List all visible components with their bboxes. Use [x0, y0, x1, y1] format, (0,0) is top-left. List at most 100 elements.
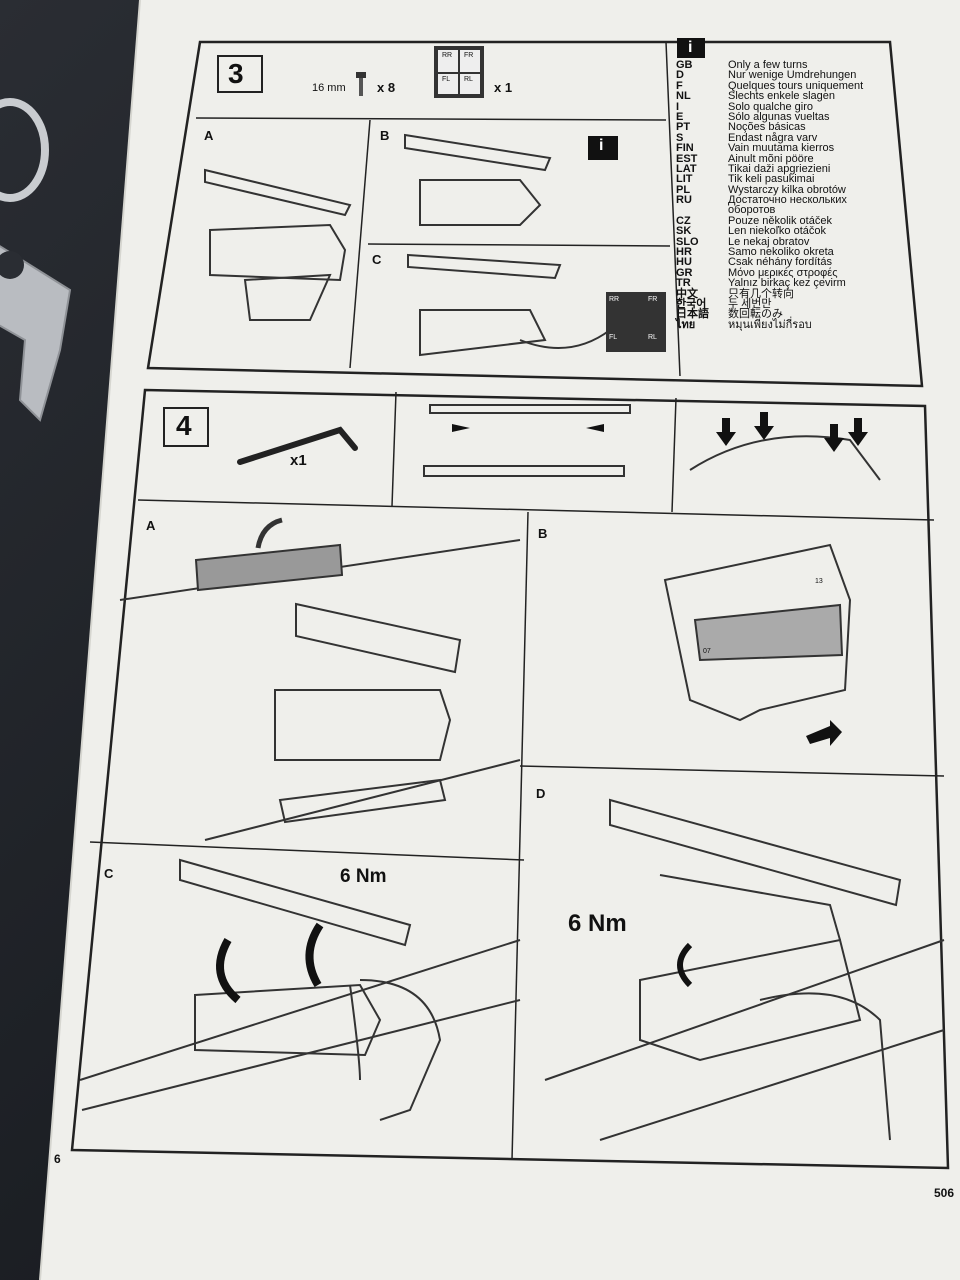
lang-text: 只有几个转向 [728, 287, 794, 300]
lang-code: TR [676, 277, 691, 290]
lang-text: Endast några varv [728, 131, 818, 144]
lang-code: PL [676, 183, 691, 196]
lang-text: 두 세번만 [728, 297, 772, 310]
lang-code: HR [676, 246, 692, 259]
info-icon: i [677, 38, 705, 58]
lang-text: Samo nekoliko okreta [728, 246, 834, 259]
lang-row: 日本語 数回転のみ [676, 308, 898, 321]
lang-row: S Endast några varv [676, 131, 898, 144]
lang-code: LAT [676, 162, 697, 175]
lang-text: Ainult mõni pööre [728, 152, 814, 165]
lang-code: I [676, 100, 680, 113]
lang-row: ไทย หมุนเพียงไม่กี่รอบ [676, 318, 898, 331]
card-label-fl-2: FL [609, 334, 618, 341]
lang-code: E [676, 110, 684, 123]
lang-row: EST Ainult mõni pööre [676, 152, 898, 165]
lang-text: Solo qualche giro [728, 100, 814, 113]
lang-row [676, 341, 898, 351]
lang-row: RU Достаточно нескольких [676, 194, 898, 207]
lang-code: NL [676, 90, 691, 103]
bracket-code-13: 13 [815, 578, 823, 585]
page-number: 6 [54, 1152, 61, 1166]
lang-code: ไทย [676, 318, 696, 331]
lang-code: HU [676, 256, 692, 269]
key-card-quantity-label: x 1 [494, 80, 513, 95]
lang-text: Noções básicas [728, 121, 806, 134]
lang-text: оборотов [728, 204, 776, 217]
lang-text: Len niekoľko otáčok [728, 225, 826, 238]
lang-row: PL Wystarczy kilka obrotów [676, 183, 898, 196]
lang-text: Tik keli pasukimai [728, 173, 815, 186]
lang-text [728, 330, 898, 340]
lang-row [676, 330, 898, 340]
lang-text: Достаточно нескольких [728, 194, 847, 207]
lang-text: Nur wenige Umdrehungen [728, 69, 857, 82]
lang-code: 日本語 [676, 308, 709, 321]
lang-code: CZ [676, 214, 691, 227]
lang-text: หมุนเพียงไม่กี่รอบ [728, 318, 812, 331]
lang-row: F Quelques tours uniquement [676, 79, 898, 92]
lang-code: EST [676, 152, 698, 165]
lang-text: Le nekaj obratov [728, 235, 810, 248]
lang-row: GR Μόνο μερικές στροφές [676, 266, 898, 279]
lang-code: SK [676, 225, 692, 238]
lang-code: GR [676, 266, 693, 279]
lang-code [676, 351, 728, 361]
lang-code: F [676, 79, 683, 92]
lang-text [728, 341, 898, 351]
card-label-rr: RR [442, 52, 453, 59]
lang-code: PT [676, 121, 691, 134]
lang-row: TR Yalnız birkaç kez çevirm [676, 277, 898, 290]
step-3-number: 3 [228, 58, 244, 89]
card-label-rl: RL [464, 76, 473, 83]
panel-label-4d: D [536, 786, 546, 801]
lang-text: 数回転のみ [728, 308, 783, 321]
bolt-icon [356, 72, 366, 96]
lang-code: FIN [676, 142, 694, 155]
lang-code [676, 330, 728, 340]
lang-text: Wystarczy kilka obrotów [728, 183, 846, 196]
lang-row: оборотов [676, 204, 898, 217]
lang-text: Sólo algunas vueltas [728, 110, 830, 123]
lang-code: SLO [676, 235, 699, 248]
torque-label-d: 6 Nm [568, 910, 627, 937]
card-label-fr-2: FR [648, 296, 658, 303]
lang-text: Quelques tours uniquement [728, 79, 864, 92]
panel-label-4c: C [104, 866, 114, 881]
panel-label-3b: B [380, 128, 390, 143]
card-label-fl: FL [442, 76, 451, 83]
document-code: 506 [934, 1186, 955, 1200]
card-label-rr-2: RR [609, 296, 620, 303]
lang-text [728, 351, 898, 361]
lang-row: HR Samo nekoliko okreta [676, 246, 898, 259]
lang-row: 中文 只有几个转向 [676, 287, 898, 300]
lang-text: Μόνο μερικές στροφές [728, 266, 838, 279]
lang-text: Csak néhány fordítás [728, 256, 832, 269]
panel-label-3c: C [372, 252, 382, 267]
info-icon-glyph: i [688, 39, 693, 56]
step-4-number: 4 [176, 410, 192, 441]
lang-code: 中文 [676, 287, 698, 300]
lang-code: S [676, 131, 684, 144]
card-label-rl-2: RL [648, 334, 657, 341]
allen-key-quantity-label: x1 [290, 452, 307, 469]
panel-label-4b: B [538, 526, 548, 541]
panel-label-4a: A [146, 518, 156, 533]
lang-row: SLO Le nekaj obratov [676, 235, 898, 248]
bracket-code-07: 07 [703, 648, 711, 655]
lang-code: RU [676, 194, 692, 207]
lang-row [676, 351, 898, 361]
bolt-length-label: 16 mm [312, 82, 346, 94]
lang-row: PT Noções básicas [676, 121, 898, 134]
lang-text: Yalnız birkaç kez çevirm [728, 277, 846, 290]
